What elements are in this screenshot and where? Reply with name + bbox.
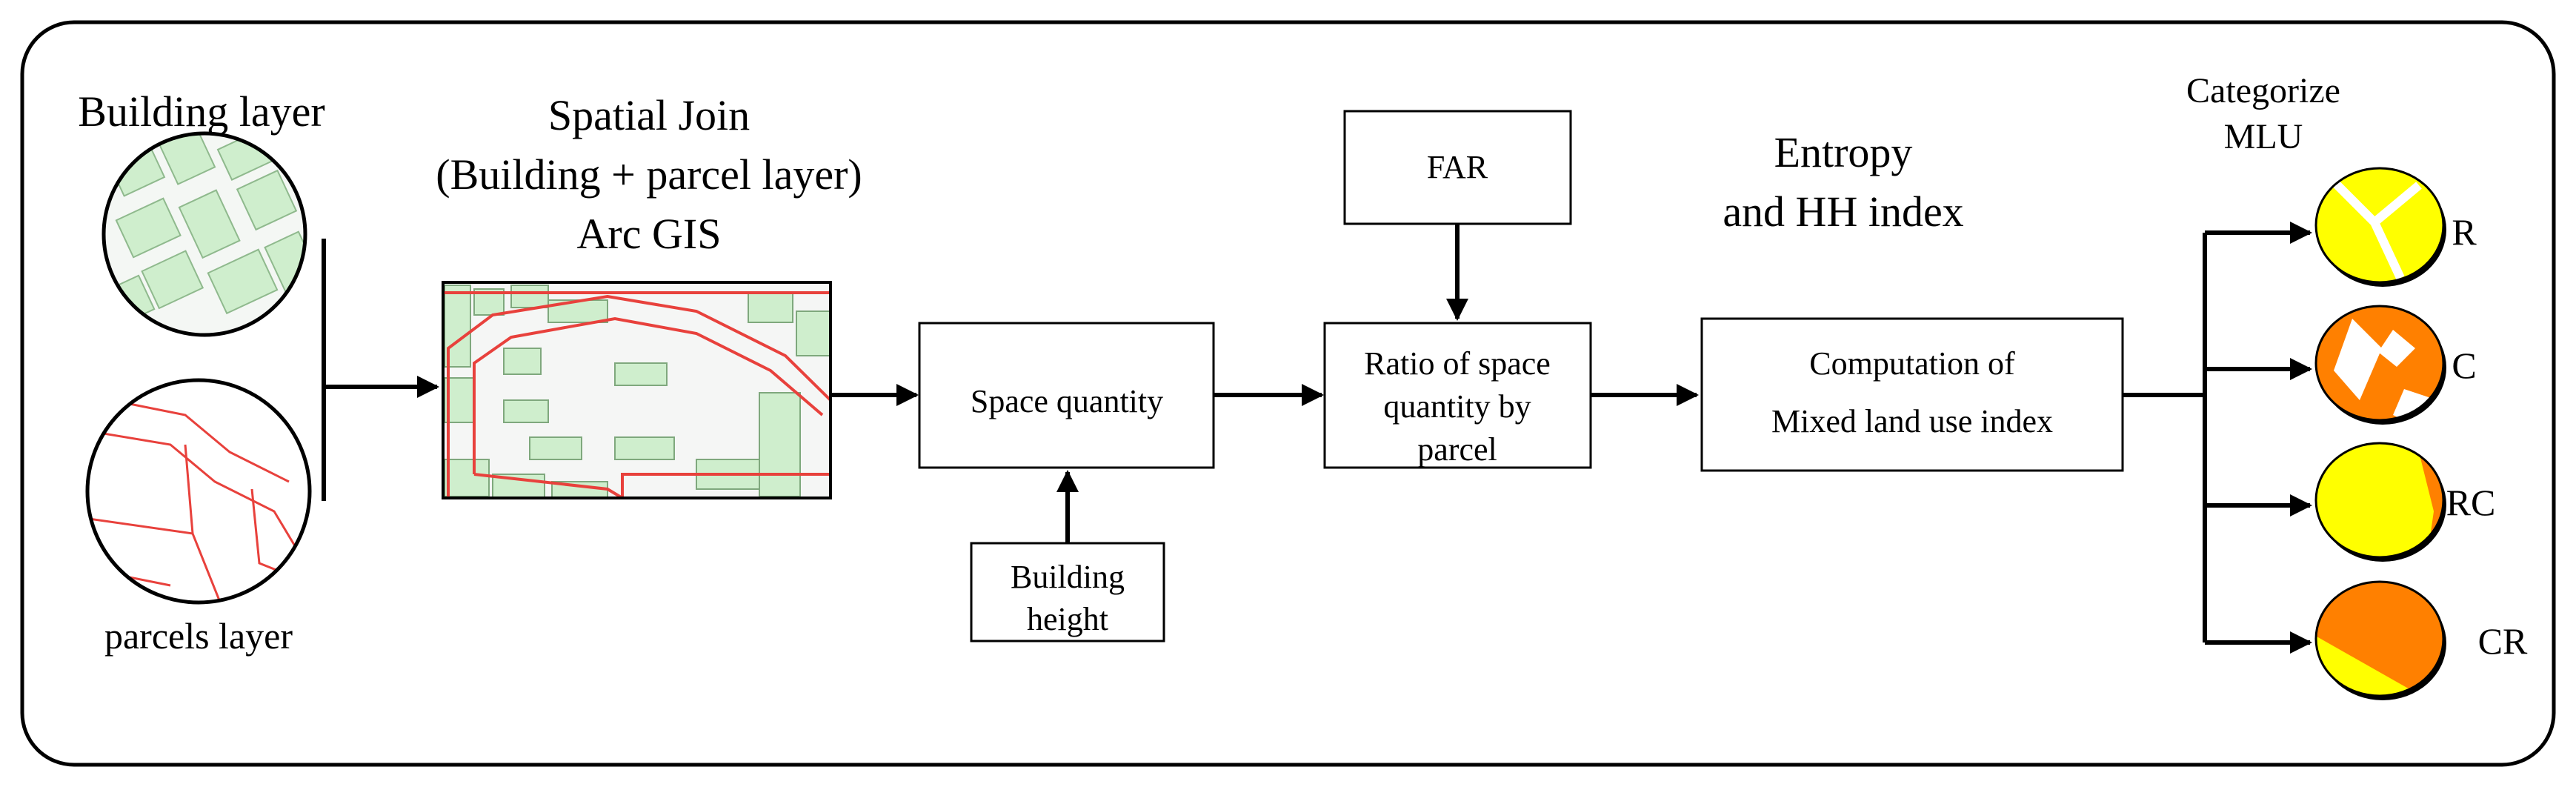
category-label-cr: CR <box>2478 620 2528 662</box>
ratio-line1: Ratio of space <box>1364 345 1551 382</box>
category-label-rc: RC <box>2446 482 2496 523</box>
residential-commercial-category-icon <box>2314 442 2446 562</box>
space-quantity-label: Space quantity <box>971 383 1163 419</box>
spatial-join-subtitle: (Building + parcel layer) <box>436 150 862 199</box>
computation-line1: Computation of <box>1809 345 2015 382</box>
residential-category-icon <box>2314 167 2446 287</box>
parcels-layer-caption: parcels layer <box>104 615 293 657</box>
spatial-join-software: Arc GIS <box>577 210 722 258</box>
commercial-category-icon <box>2314 305 2446 425</box>
building-height-line1: Building <box>1011 559 1125 595</box>
building-height-box <box>970 542 1165 642</box>
building-layer-map-icon <box>101 131 307 337</box>
commercial-residential-category-icon <box>2314 580 2446 700</box>
far-label: FAR <box>1427 149 1488 185</box>
space-quantity-box <box>918 322 1215 469</box>
building-layer-title: Building layer <box>78 87 325 136</box>
computation-line2: Mixed land use index <box>1771 403 2053 439</box>
categorize-subtitle: MLU <box>2224 117 2303 156</box>
outer-frame <box>20 20 2556 767</box>
ratio-line3: parcel <box>1417 431 1497 468</box>
parcels-layer-map-icon <box>85 378 312 605</box>
ratio-box <box>1323 322 1592 469</box>
category-label-c: C <box>2452 345 2476 386</box>
entropy-title: Entropy <box>1774 128 1913 176</box>
ratio-line2: quantity by <box>1383 388 1531 425</box>
category-label-r: R <box>2452 211 2477 253</box>
spatial-join-title: Spatial Join <box>548 91 750 139</box>
computation-box <box>1700 317 2124 472</box>
far-box <box>1343 110 1572 225</box>
entropy-subtitle: and HH index <box>1723 187 1963 236</box>
building-height-line2: height <box>1027 601 1108 637</box>
joined-map-thumbnail <box>442 281 832 499</box>
categorize-title: Categorize <box>2186 71 2340 110</box>
